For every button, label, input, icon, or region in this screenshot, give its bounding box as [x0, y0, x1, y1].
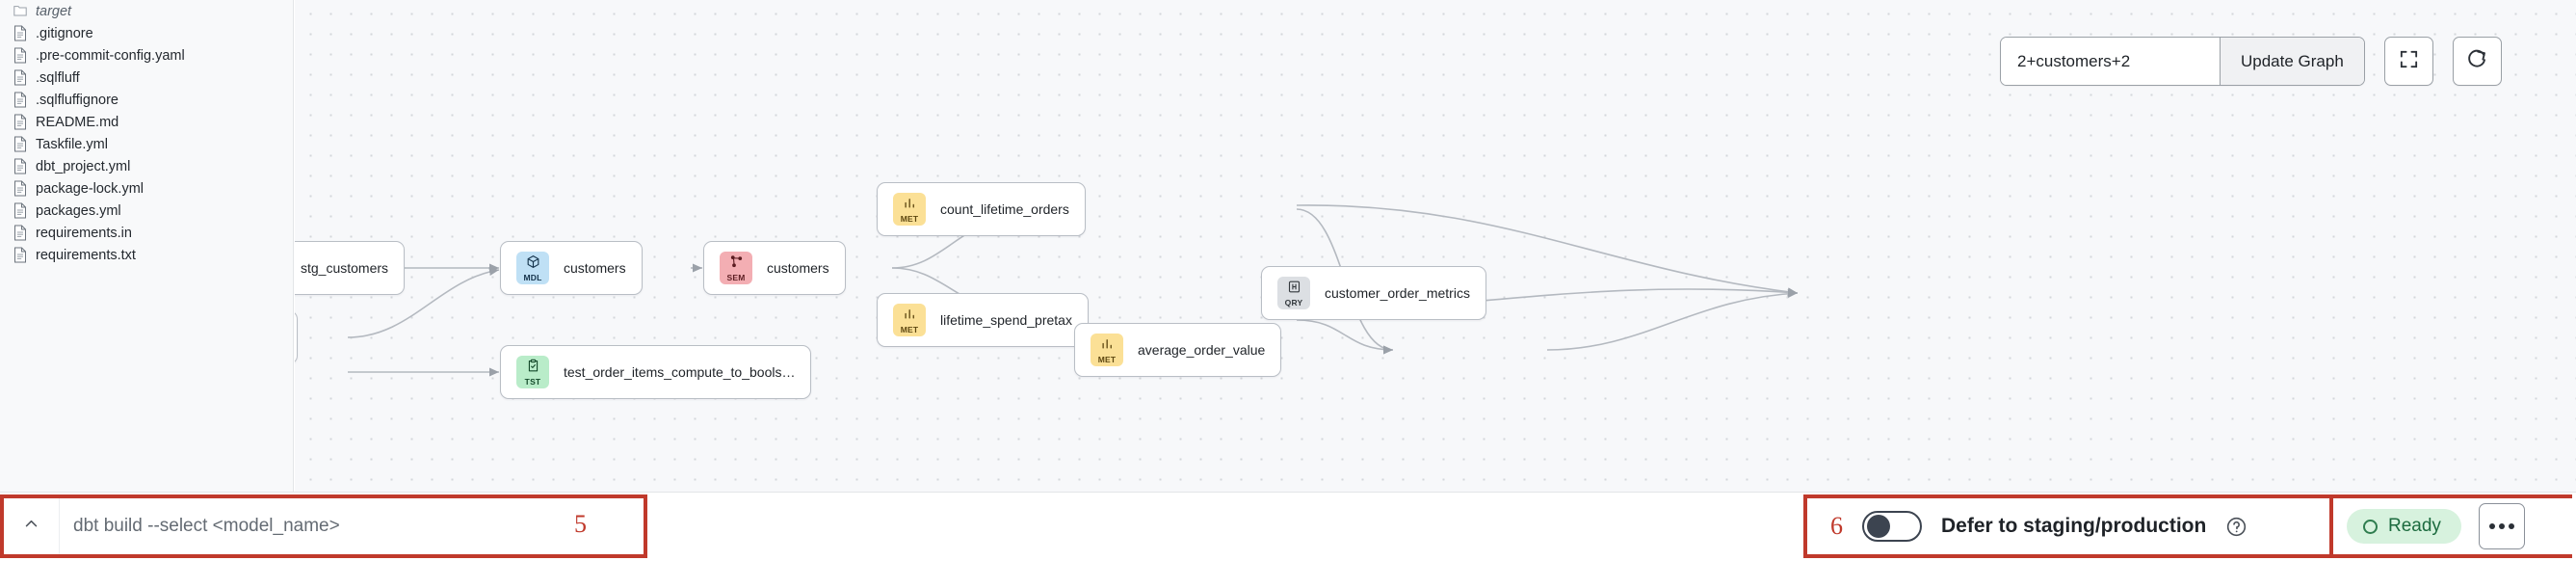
lineage-graph-canvas[interactable]: MDLstg_customersMDLorders MDL customersTST… — [295, 0, 2576, 492]
command-expand-button[interactable] — [4, 498, 60, 554]
update-graph-button[interactable]: Update Graph — [2220, 38, 2364, 85]
file-icon — [13, 92, 27, 108]
file-icon — [13, 247, 27, 263]
file-icon — [13, 114, 27, 130]
chart-icon: MET — [1091, 334, 1123, 366]
node-label: customers — [767, 260, 829, 276]
chevron-up-icon — [23, 516, 39, 537]
graph-node-customer_order_metrics[interactable]: QRY customer_order_metrics — [1261, 266, 1486, 320]
defer-label: Defer to staging/production — [1941, 515, 2207, 537]
file-row[interactable]: Taskfile.yml — [0, 133, 293, 155]
graph-node-test_order_items[interactable]: TST test_order_items_compute_to_bools… — [500, 345, 812, 399]
command-input[interactable] — [60, 516, 644, 537]
file-icon — [13, 136, 27, 152]
status-region: Ready — [2329, 494, 2572, 558]
file-row[interactable]: target — [0, 0, 293, 22]
more-options-button[interactable] — [2478, 503, 2525, 549]
file-icon — [13, 69, 27, 86]
file-icon — [13, 25, 27, 41]
graph-node-lifetime_spend_pretax[interactable]: MET lifetime_spend_pretax — [877, 293, 1089, 347]
file-label: .sqlfluff — [36, 69, 80, 86]
node-label: count_lifetime_orders — [940, 201, 1069, 217]
file-row[interactable]: .pre-commit-config.yaml — [0, 44, 293, 67]
annotation-marker-5: 5 — [574, 510, 587, 538]
file-icon — [13, 202, 27, 219]
graph-node-stg_orders[interactable]: MDLorders — [295, 310, 298, 364]
file-icon — [13, 158, 27, 174]
chart-icon: MET — [893, 193, 926, 226]
cube-icon: MDL — [516, 252, 549, 284]
node-badge-label: MDL — [523, 272, 542, 282]
toggle-knob — [1867, 515, 1890, 538]
node-label: test_order_items_compute_to_bools… — [564, 364, 796, 380]
defer-toggle[interactable] — [1862, 511, 1922, 542]
node-badge-label: QRY — [1284, 297, 1303, 307]
node-label: stg_customers — [301, 260, 389, 276]
file-label: .pre-commit-config.yaml — [36, 47, 185, 64]
file-row[interactable]: packages.yml — [0, 200, 293, 222]
file-label: .gitignore — [36, 25, 93, 41]
chart-icon: MET — [893, 304, 926, 336]
file-label: packages.yml — [36, 202, 121, 219]
defer-region: 6 Defer to staging/production — [1803, 494, 2337, 558]
file-icon — [13, 47, 27, 64]
folder-icon — [13, 3, 27, 19]
bottom-status-bar: 5 6 Defer to staging/production 7 Ready — [0, 492, 2576, 561]
file-row[interactable]: .sqlfluff — [0, 67, 293, 89]
query-icon: QRY — [1277, 277, 1310, 309]
circle-icon — [2363, 519, 2378, 534]
file-label: target — [36, 3, 72, 19]
file-row[interactable]: README.md — [0, 111, 293, 133]
file-row[interactable]: package-lock.yml — [0, 177, 293, 200]
status-label: Ready — [2388, 516, 2441, 536]
file-row[interactable]: requirements.txt — [0, 244, 293, 266]
status-badge[interactable]: Ready — [2347, 509, 2461, 544]
file-list: target .gitignore .pre-commit-config.yam… — [0, 0, 293, 266]
file-label: package-lock.yml — [36, 180, 145, 197]
clipboard-icon: TST — [516, 356, 549, 388]
graph-node-stg_customers[interactable]: MDLstg_customers — [295, 241, 406, 295]
graph-toolbar: Update Graph — [2000, 37, 2502, 86]
file-icon — [13, 180, 27, 197]
fullscreen-icon — [2398, 48, 2420, 75]
node-label: average_order_value — [1138, 342, 1266, 358]
node-label: lifetime_spend_pretax — [940, 312, 1072, 328]
node-badge-label: MET — [900, 324, 919, 334]
file-label: Taskfile.yml — [36, 136, 108, 152]
file-icon — [13, 225, 27, 241]
file-row[interactable]: .gitignore — [0, 22, 293, 44]
node-label: customers — [564, 260, 626, 276]
node-badge-label: MET — [900, 213, 919, 224]
node-selector-input[interactable] — [2001, 38, 2220, 85]
file-explorer[interactable]: target .gitignore .pre-commit-config.yam… — [0, 0, 294, 492]
node-badge-label: SEM — [726, 272, 746, 282]
node-badge-label: TST — [524, 376, 541, 387]
graph-node-customers_mdl[interactable]: MDL customers — [500, 241, 643, 295]
semantic-icon: SEM — [720, 252, 752, 284]
file-label: dbt_project.yml — [36, 158, 131, 174]
annotation-marker-6: 6 — [1830, 512, 1843, 540]
fit-view-button[interactable] — [2383, 37, 2433, 86]
file-row[interactable]: dbt_project.yml — [0, 155, 293, 177]
node-selector-group: Update Graph — [2000, 37, 2365, 86]
refresh-icon — [2465, 47, 2488, 75]
refresh-graph-button[interactable] — [2452, 37, 2502, 86]
file-label: requirements.txt — [36, 247, 136, 263]
file-row[interactable]: requirements.in — [0, 222, 293, 244]
graph-node-count_lifetime_orders[interactable]: MET count_lifetime_orders — [877, 182, 1086, 236]
graph-node-customers_sem[interactable]: SEM customers — [703, 241, 846, 295]
file-label: README.md — [36, 114, 119, 130]
graph-node-average_order_value[interactable]: MET average_order_value — [1074, 323, 1282, 377]
command-bar-region — [0, 494, 647, 558]
file-row[interactable]: .sqlfluffignore — [0, 89, 293, 111]
node-label: customer_order_metrics — [1325, 285, 1470, 301]
help-circle-icon[interactable] — [2225, 516, 2247, 538]
node-badge-label: MET — [1097, 354, 1117, 364]
file-label: .sqlfluffignore — [36, 92, 118, 108]
ellipsis-icon — [2488, 523, 2514, 529]
file-label: requirements.in — [36, 225, 132, 241]
